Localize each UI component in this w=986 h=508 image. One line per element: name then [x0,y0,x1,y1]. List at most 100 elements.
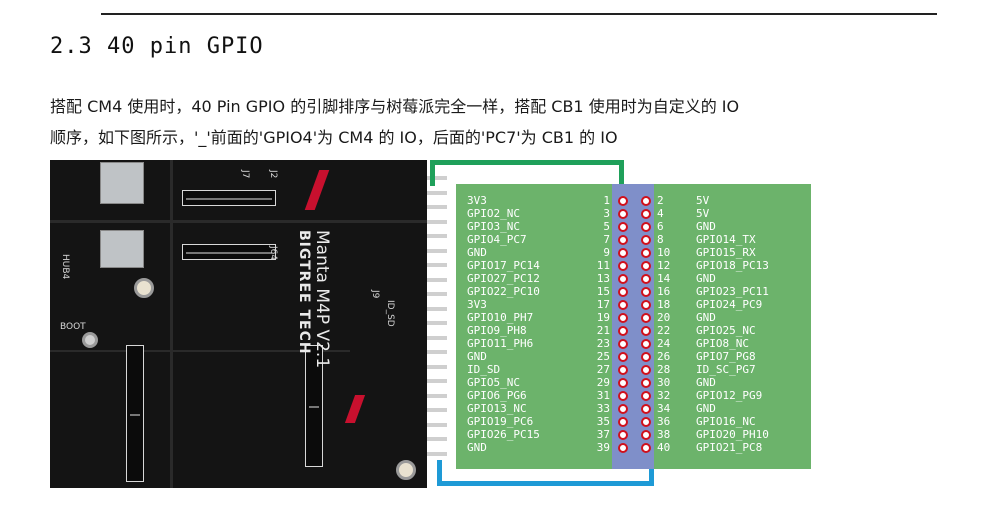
pin-left-number: 37 [596,428,610,441]
pin-dot-icon [618,430,628,440]
pin-right-number: 18 [657,298,671,311]
header-pin-icon [427,205,447,209]
description-line-2: 顺序，如下图所示，'_'前面的'GPIO4'为 CM4 的 IO，后面的'PC7… [50,128,618,147]
pin-dot-icon [641,313,651,323]
board-brand: Manta M4P V2.1 BIGTREE TECH [296,230,332,368]
pin-dot-icon [618,235,628,245]
board-maker: BIGTREE TECH [296,230,312,355]
pin-right-number: 16 [657,285,671,298]
pin-dot-icon [641,326,651,336]
header-pin-icon [427,451,447,456]
green-connector-line [430,160,435,186]
pin-dot-icon [641,248,651,258]
header-pin-icon [427,350,447,354]
pin-left-number: 3 [603,207,610,220]
pin-right-number: 8 [657,233,664,246]
pin-dot-icon [641,261,651,271]
pin-left-number: 29 [596,376,610,389]
pin-right-name: GND [696,376,716,389]
pin-right-name: GPIO23_PC11 [696,285,769,298]
pin-dot-icon [641,339,651,349]
pin-dot-icon [618,417,628,427]
description-line-1: 搭配 CM4 使用时，40 Pin GPIO 的引脚排序与树莓派完全一样，搭配 … [50,97,740,116]
pin-right-name: GPIO7_PG8 [696,350,756,363]
pin-dot-icon [618,209,628,219]
pin-left-number: 1 [603,194,610,207]
pin-dot-icon [641,287,651,297]
header-pin-icon [427,335,447,340]
header-pin-icon [427,190,447,195]
pin-left-number: 23 [596,337,610,350]
pin-dot-icon [641,196,651,206]
header-pin-icon [427,219,447,224]
pin-left-name: GPIO6_PG6 [467,389,527,402]
mounting-hole-icon [134,278,154,298]
pin-dot-icon [618,274,628,284]
pin-right-number: 32 [657,389,671,402]
header-pin-icon [427,263,447,267]
header-pin-icon [427,176,447,180]
board-photo: HUB4 J2 J64 BOOT J7 J9 ID_SD Manta M4P V… [50,160,427,488]
silkscreen-label: J9 [370,290,380,299]
pin-dot-icon [618,287,628,297]
green-connector-line [619,160,624,186]
header-pin-icon [427,234,447,238]
pin-dot-icon [641,300,651,310]
header-pin-icon [427,306,447,311]
header-pin-icon [427,393,447,398]
board-trace [170,160,173,488]
pin-dot-icon [641,352,651,362]
pin-left-name: 3V3 [467,298,487,311]
mounting-hole-icon [396,460,416,480]
pin-right-number: 26 [657,350,671,363]
pin-dot-icon [618,404,628,414]
pin-right-number: 20 [657,311,671,324]
pin-right-number: 34 [657,402,671,415]
pin-right-number: 38 [657,428,671,441]
pin-right-number: 12 [657,259,671,272]
pin-right-number: 2 [657,194,664,207]
brand-mark-icon [344,395,366,423]
pin-left-name: GPIO5_NC [467,376,520,389]
pin-left-number: 5 [603,220,610,233]
pin-right-number: 40 [657,441,671,454]
pin-left-name: GPIO19_PC6 [467,415,534,428]
pin-right-name: GPIO15_RX [696,246,756,259]
section-heading: 2.3 40 pin GPIO [50,34,264,59]
board-trace [50,350,350,352]
pin-right-name: 5V [696,194,710,207]
pin-dot-icon [641,404,651,414]
blue-connector-line [437,481,654,486]
green-connector-line [430,160,624,165]
pin-left-number: 33 [596,402,610,415]
pin-dot-icon [618,313,628,323]
pin-dot-icon [618,261,628,271]
blue-connector-line [649,460,654,486]
board-trace [50,220,427,223]
pin-right-name: 5V [696,207,710,220]
pin-dot-icon [618,196,628,206]
pin-left-name: GPIO22_PC10 [467,285,540,298]
pin-dot-icon [641,274,651,284]
pin-left-name: GND [467,350,487,363]
pin-left-name: GPIO26_PC15 [467,428,540,441]
pin-right-name: GPIO24_PC9 [696,298,763,311]
pin-right-name: GND [696,220,716,233]
pin-dot-icon [641,378,651,388]
pin-left-number: 9 [603,246,610,259]
pin-left-name: ID_SD [467,363,501,376]
pin-dot-icon [641,443,651,453]
pin-dot-icon [641,430,651,440]
pin-left-number: 7 [603,233,610,246]
connector-slot [305,345,323,467]
pin-left-name: GND [467,441,487,454]
usb-port-icon [100,230,144,268]
pin-right-name: GND [696,402,716,415]
pin-right-number: 36 [657,415,671,428]
header-pin-icon [427,379,447,383]
pin-left-name: 3V3 [467,194,487,207]
pin-right-name: GPIO18_PC13 [696,259,769,272]
pin-dot-icon [641,391,651,401]
pin-right-name: GPIO21_PC8 [696,441,763,454]
pin-dot-icon [618,300,628,310]
